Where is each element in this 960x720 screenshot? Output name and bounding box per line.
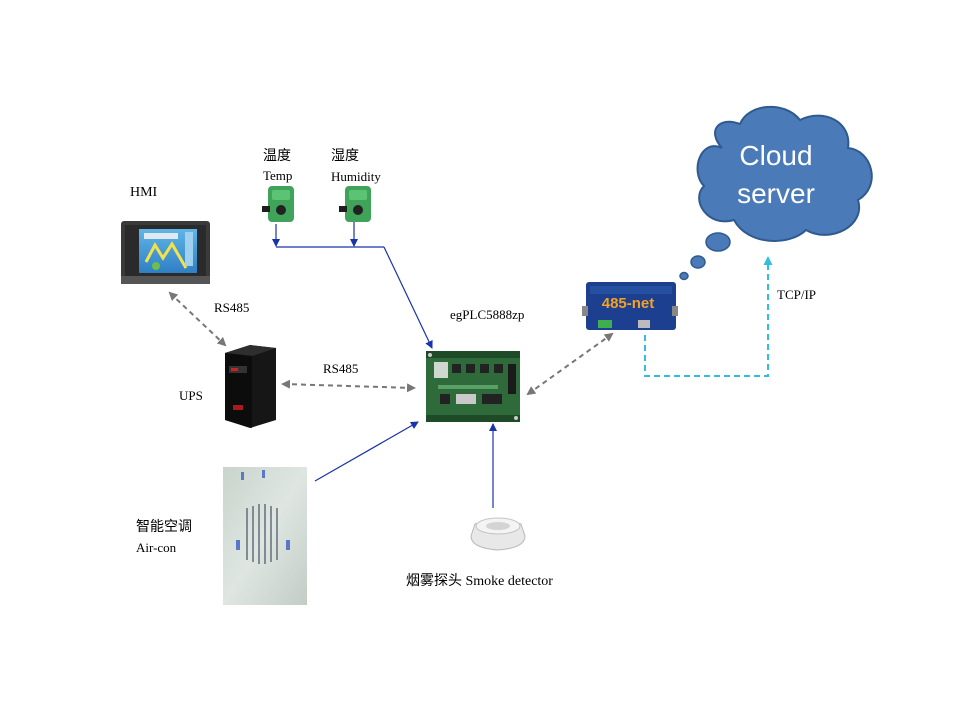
humidity-label-en: Humidity — [331, 169, 381, 184]
hmi-label: HMI — [130, 185, 158, 200]
ups-plc-rs485-link — [281, 379, 416, 393]
humidity-sensor-icon — [339, 186, 371, 222]
hmi-ups-rs485-link — [168, 291, 227, 347]
plc-label: egPLC5888zp — [450, 307, 525, 322]
aircon-label-cn: 智能空调 — [136, 520, 192, 535]
tcpip-label: TCP/IP — [777, 287, 817, 302]
hmi-screen-icon — [121, 221, 210, 284]
rs485-ups-label: RS485 — [323, 361, 359, 376]
plc-board-icon — [426, 351, 520, 422]
gateway-brand-label: 485-net — [602, 295, 655, 312]
ups-label: UPS — [179, 388, 203, 403]
aircon-icon — [223, 467, 307, 605]
humidity-label-cn: 湿度 — [331, 149, 359, 164]
aircon-label-en: Air-con — [136, 540, 177, 555]
tcpip-link — [644, 256, 773, 377]
ups-icon — [225, 345, 276, 428]
aircon-plc-link — [314, 421, 419, 482]
plc-gateway-link — [526, 332, 614, 396]
rs485-hmi-label: RS485 — [214, 300, 250, 315]
smoke-detector-label: 烟雾探头 Smoke detector — [406, 574, 553, 589]
temp-sensor-icon — [262, 186, 294, 222]
smoke-detector-icon — [470, 517, 526, 551]
gateway-device-icon — [582, 282, 678, 330]
temp-label-cn: 温度 — [263, 149, 291, 164]
cloud-label-line1: Cloud — [739, 140, 812, 171]
sensor-bus-link — [272, 222, 433, 349]
cloud-label-line2: server — [737, 178, 815, 209]
temp-label-en: Temp — [263, 168, 293, 183]
cloud-icon — [679, 106, 873, 281]
